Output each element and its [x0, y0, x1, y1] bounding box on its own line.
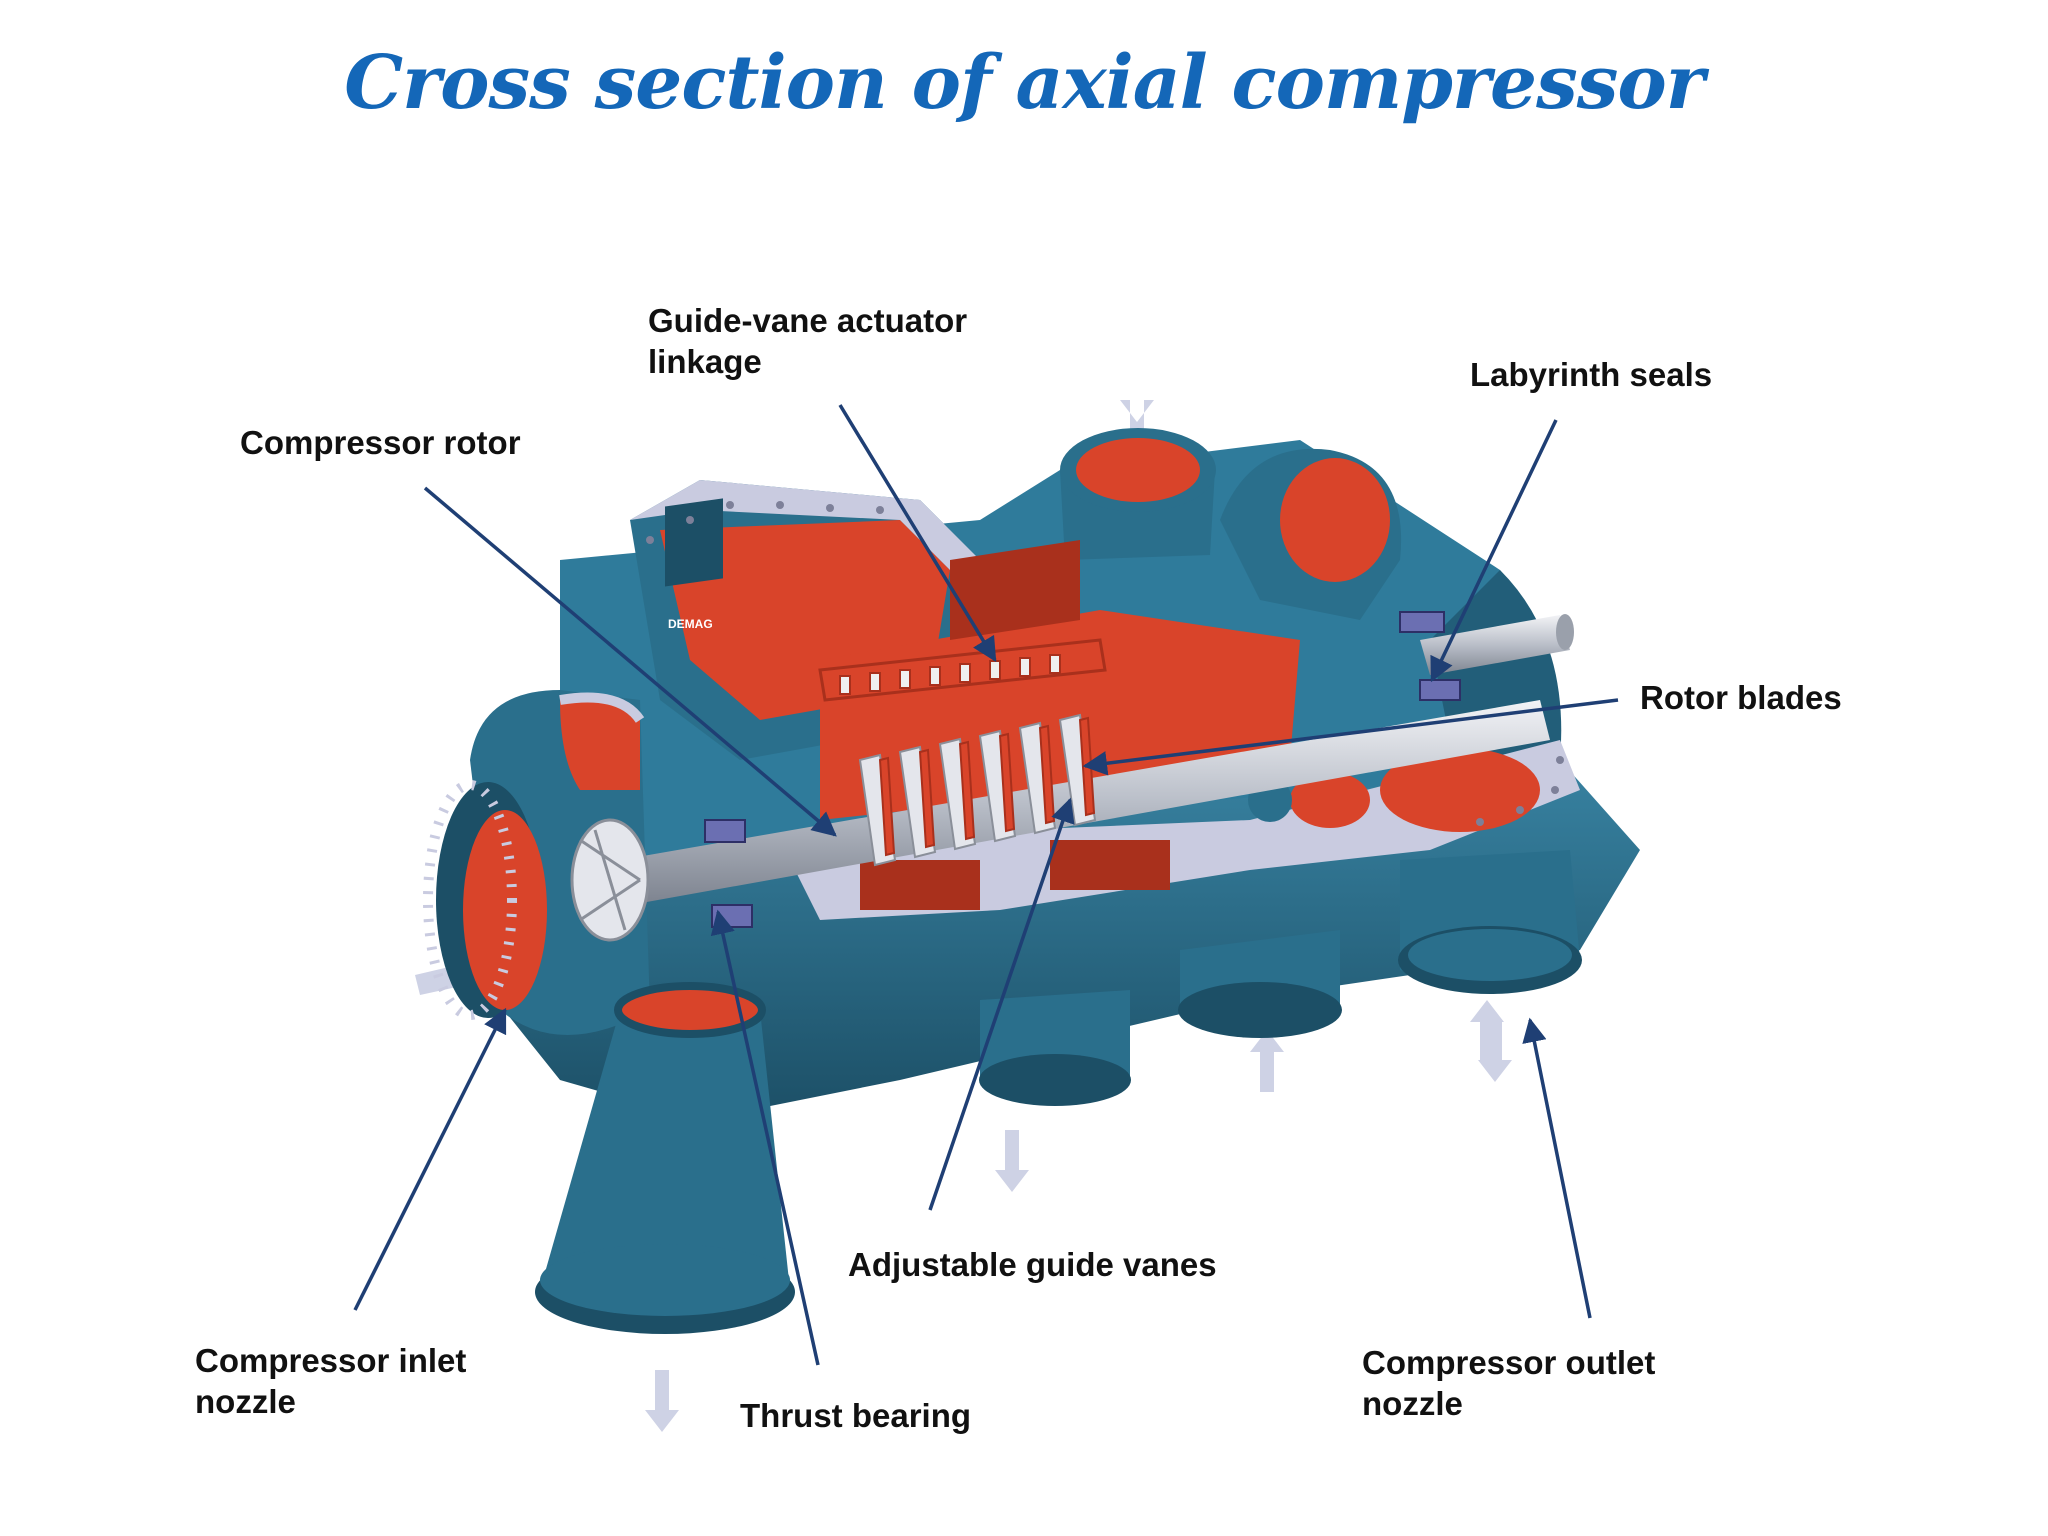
label-compressor-inlet-nozzle: Compressor inlet nozzle — [195, 1340, 466, 1422]
label-adjustable-guide-vanes: Adjustable guide vanes — [848, 1246, 1217, 1283]
top-pipes — [1060, 428, 1402, 620]
inlet-hub — [570, 818, 650, 942]
label-line: Guide-vane actuator — [648, 302, 968, 339]
nameplate-text: DEMAG — [668, 617, 713, 631]
label-line: nozzle — [195, 1383, 296, 1420]
label-line: Compressor outlet — [1362, 1344, 1656, 1381]
label-guide-vane-actuator-linkage: Guide-vane actuator linkage — [648, 300, 967, 382]
flange-bolts — [646, 501, 1564, 826]
label-thrust-bearing: Thrust bearing — [740, 1397, 972, 1434]
diagram-title: Cross section of axial compressor — [344, 40, 1705, 126]
leader-compressor-rotor — [423, 486, 837, 837]
leader-inlet-nozzle — [353, 1007, 507, 1311]
leader-adjustable-guide-vanes — [928, 797, 1075, 1211]
label-line: linkage — [648, 343, 762, 380]
guide-vane-actuator-ring — [818, 638, 1107, 702]
leader-outlet-nozzle — [1522, 1017, 1592, 1319]
label-compressor-rotor: Compressor rotor — [240, 424, 521, 461]
leader-thrust-bearing — [710, 909, 820, 1366]
cut-section-face — [780, 740, 1580, 920]
leader-labyrinth-seals — [1430, 419, 1558, 683]
inlet-nozzle-cone — [535, 982, 795, 1334]
outlet-nozzles — [979, 850, 1582, 1106]
label-line: Compressor inlet — [195, 1342, 467, 1379]
label-line: nozzle — [1362, 1385, 1463, 1422]
label-compressor-outlet-nozzle: Compressor outlet nozzle — [1362, 1342, 1655, 1424]
label-labyrinth-seals: Labyrinth seals — [1470, 356, 1713, 393]
leader-rotor-blades — [1082, 698, 1619, 776]
leader-lines — [353, 404, 1619, 1366]
label-rotor-blades: Rotor blades — [1640, 679, 1842, 716]
leader-guide-vane-linkage — [838, 404, 997, 663]
inlet-volute — [423, 690, 650, 1035]
rotor-blade-stages — [858, 713, 1097, 867]
